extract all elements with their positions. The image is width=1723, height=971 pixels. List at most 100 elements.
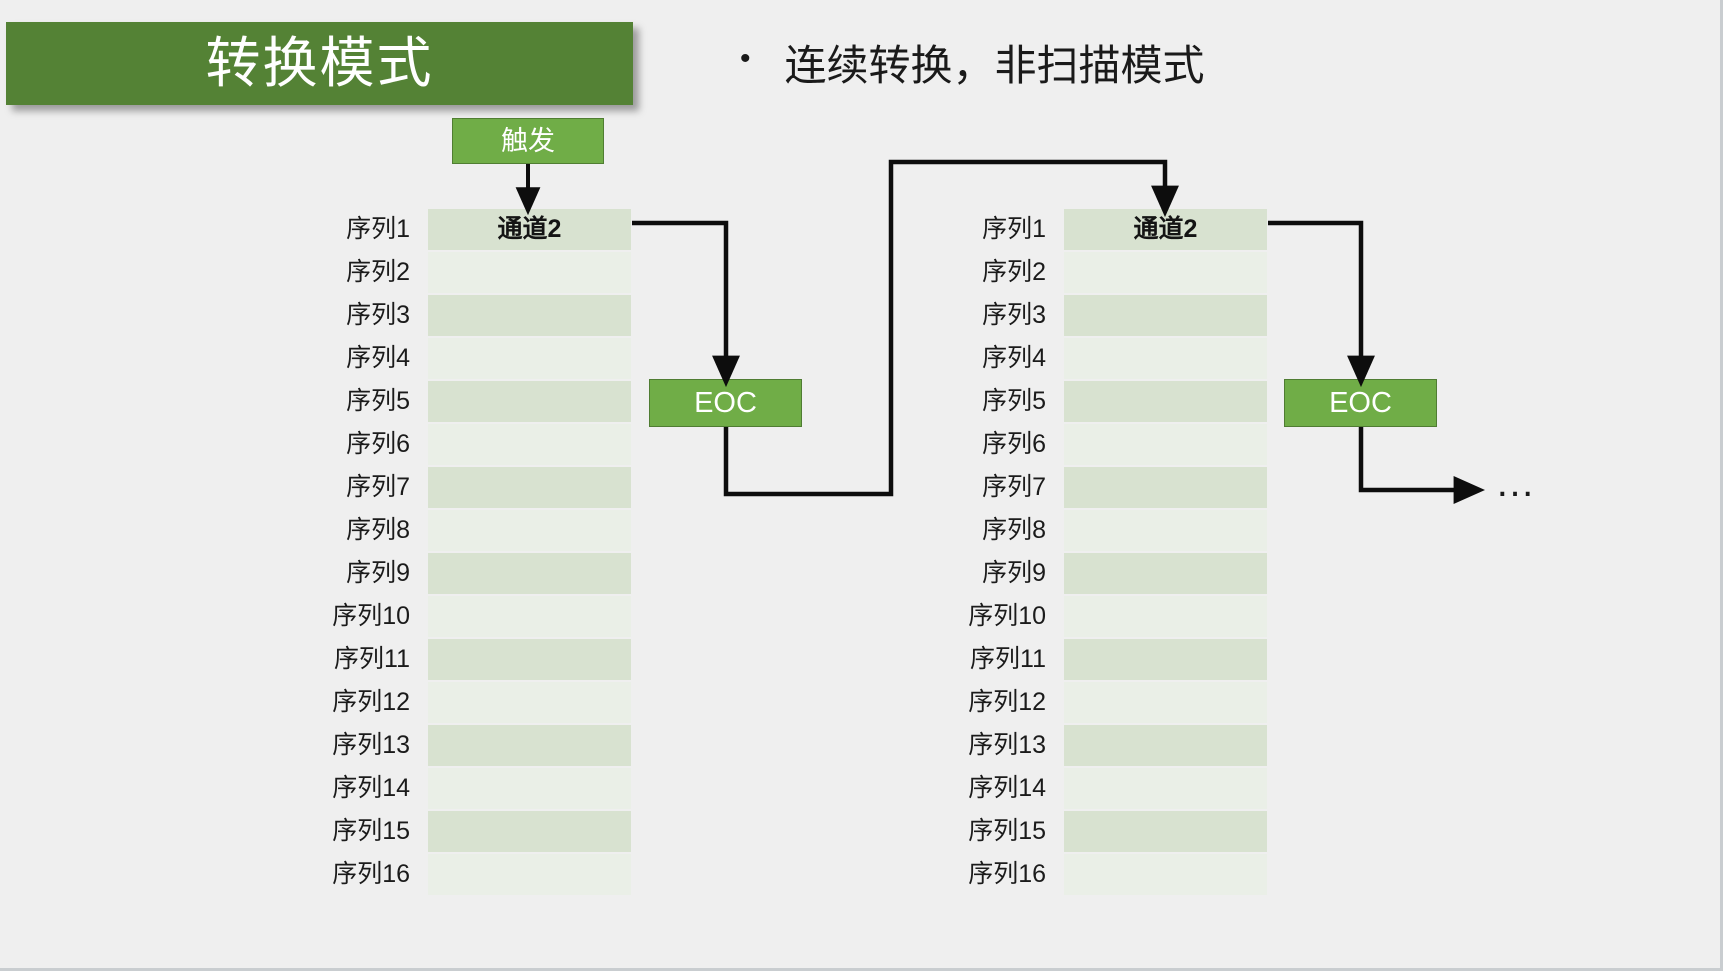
sequence-row-value: 通道2 [1133,215,1198,243]
sequence-row-label: 序列15 [968,817,1046,845]
wire-right-eoc-to-ellipsis [1358,427,1486,504]
sequence-row: 序列1 通道2 [966,208,1267,251]
sequence-row: 序列2 [966,251,1267,294]
sequence-row-label: 序列12 [332,688,410,716]
bullet-text: 连续转换，非扫描模式 [784,42,1205,89]
sequence-row-cell: 通道2 [428,209,631,250]
sequence-row: 序列6 [330,423,631,466]
sequence-row-label: 序列14 [968,774,1046,802]
sequence-row-cell [428,725,631,766]
sequence-row-cell [1064,639,1267,680]
sequence-row-cell [428,424,631,465]
sequence-row-label: 序列4 [346,344,410,372]
sequence-row-label: 序列2 [346,258,410,286]
sequence-row: 序列7 [330,466,631,509]
trigger-box: 触发 [452,118,604,164]
sequence-row: 序列10 [330,595,631,638]
sequence-row-label: 序列5 [346,387,410,415]
sequence-row-cell [1064,467,1267,508]
sequence-row-label: 序列16 [332,860,410,888]
sequence-row-cell [428,510,631,551]
sequence-row: 序列5 [330,380,631,423]
eoc-label: EOC [694,386,757,419]
sequence-row-cell [428,768,631,809]
sequence-row: 序列4 [966,337,1267,380]
bullet-marker-icon: • [740,41,751,75]
sequence-row-label: 序列2 [982,258,1046,286]
sequence-row: 序列9 [966,552,1267,595]
sequence-row-cell [428,811,631,852]
wire-right-channel-to-eoc [1268,220,1375,388]
sequence-row: 序列15 [330,810,631,853]
sequence-row-label: 序列3 [346,301,410,329]
sequence-row: 序列16 [330,853,631,896]
sequence-row-cell [1064,338,1267,379]
sequence-row: 序列7 [966,466,1267,509]
sequence-row-label: 序列11 [970,645,1046,673]
sequence-row-label: 序列8 [346,516,410,544]
sequence-row: 序列13 [966,724,1267,767]
sequence-row-label: 序列11 [334,645,410,673]
trigger-label: 触发 [501,125,555,156]
sequence-row: 序列11 [330,638,631,681]
sequence-row-cell [1064,553,1267,594]
sequence-row: 序列14 [966,767,1267,810]
sequence-row-cell [1064,811,1267,852]
sequence-row: 序列14 [330,767,631,810]
sequence-row: 序列5 [966,380,1267,423]
sequence-row-label: 序列16 [968,860,1046,888]
wire-left-channel-to-eoc [632,220,740,388]
sequence-row-cell [1064,252,1267,293]
sequence-row-label: 序列7 [346,473,410,501]
sequence-row-cell [428,854,631,895]
sequence-row-label: 序列7 [982,473,1046,501]
sequence-row-cell [428,467,631,508]
sequence-row-label: 序列14 [332,774,410,802]
eoc-box-left: EOC [649,379,802,427]
sequence-row: 序列12 [966,681,1267,724]
sequence-row-label: 序列4 [982,344,1046,372]
sequence-row-cell [1064,510,1267,551]
sequence-row-cell [1064,295,1267,336]
page-title: 转换模式 [205,31,434,95]
sequence-row-label: 序列12 [968,688,1046,716]
sequence-row: 序列11 [966,638,1267,681]
sequence-row: 序列6 [966,423,1267,466]
sequence-row: 序列10 [966,595,1267,638]
sequence-row-label: 序列3 [982,301,1046,329]
sequence-row-cell [428,639,631,680]
sequence-row: 序列3 [330,294,631,337]
sequence-row-cell [428,381,631,422]
sequence-row-label: 序列15 [332,817,410,845]
eoc-label: EOC [1329,386,1392,419]
sequence-row-label: 序列10 [332,602,410,630]
sequence-row-cell [428,252,631,293]
sequence-row: 序列3 [966,294,1267,337]
sequence-row-cell [1064,424,1267,465]
sequence-row-cell [1064,596,1267,637]
sequence-row: 序列9 [330,552,631,595]
sequence-row-cell [1064,854,1267,895]
slide-title-banner: 转换模式 [6,22,633,105]
sequence-row-cell [1064,381,1267,422]
sequence-row-value: 通道2 [497,215,562,243]
sequence-row-label: 序列13 [332,731,410,759]
sequence-row: 序列13 [330,724,631,767]
sequence-row-label: 序列1 [982,215,1046,243]
sequence-row-cell [428,295,631,336]
sequence-row-cell [428,682,631,723]
sequence-row: 序列15 [966,810,1267,853]
sequence-row-cell [428,338,631,379]
sequence-row: 序列12 [330,681,631,724]
sequence-row: 序列16 [966,853,1267,896]
sequence-row-label: 序列13 [968,731,1046,759]
sequence-row-label: 序列8 [982,516,1046,544]
sequence-row-cell [428,596,631,637]
sequence-row-label: 序列6 [346,430,410,458]
sequence-row: 序列4 [330,337,631,380]
